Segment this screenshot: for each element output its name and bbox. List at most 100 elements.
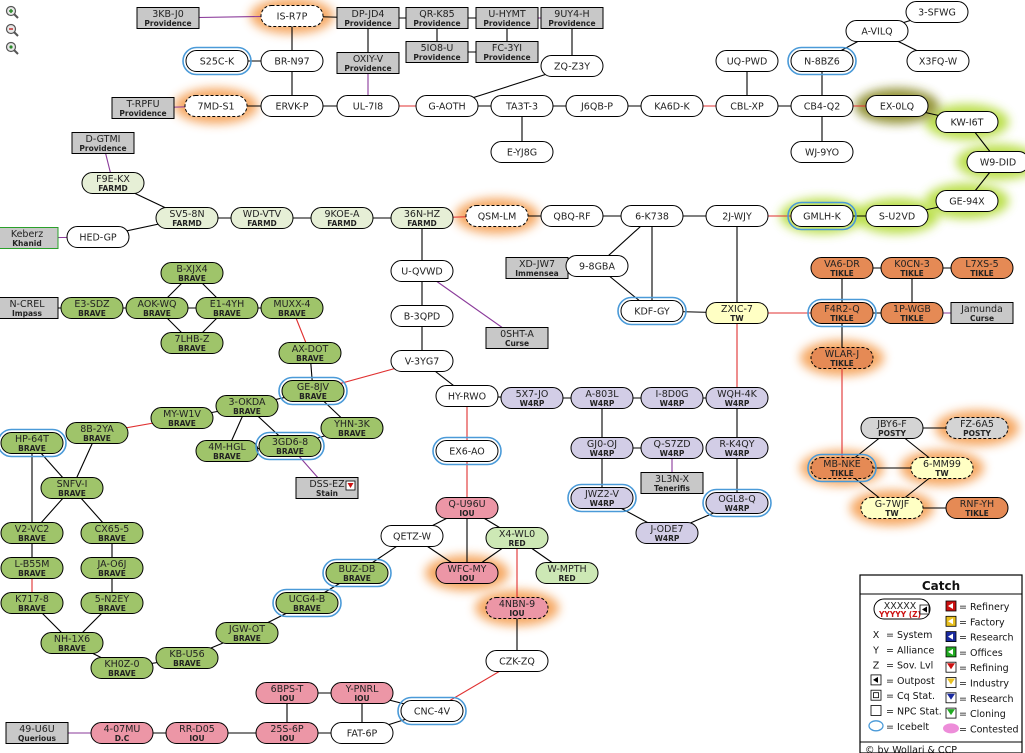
system-node-br-n97[interactable]: BR-N97 [260,50,324,72]
system-node-ka6d-k[interactable]: KA6D-K [640,95,704,117]
system-node-kw-i6t[interactable]: KW-I6T [935,111,999,133]
system-node-zxic-7[interactable]: ZXIC-7TW [705,302,769,324]
system-node-3-sfwg[interactable]: 3-SFWG [905,1,969,23]
system-node-cnc-4v[interactable]: CNC-4V [397,696,467,726]
system-node-ge-94x[interactable]: GE-94X [935,190,999,212]
system-node-gmlh-k[interactable]: GMLH-K [787,201,857,231]
system-node-fat-6p[interactable]: FAT-6P [330,722,394,744]
system-node-qsm-lm[interactable]: QSM-LM [465,205,529,227]
system-node-w9-did[interactable]: W9-DID [966,151,1025,173]
system-node-qbq-rf[interactable]: QBQ-RF [540,205,604,227]
system-node-hed-gp[interactable]: HED-GP [66,226,130,248]
system-node-kdf-gy[interactable]: KDF-GY [617,296,687,326]
system-node-ervk-p[interactable]: ERVK-P [260,95,324,117]
system-node-j6qb-p[interactable]: J6QB-P [565,95,629,117]
system-node-2j-wjy[interactable]: 2J-WJY [705,205,769,227]
system-node-e-yj8g[interactable]: E-YJ8G [490,141,554,163]
zoom-in-icon[interactable] [4,4,20,20]
system-node-ta3t-3[interactable]: TA3T-3 [490,95,554,117]
system-node-cb4-q2[interactable]: CB4-Q2 [790,95,854,117]
system-node-cbl-xp[interactable]: CBL-XP [715,95,779,117]
system-node-ex6-ao[interactable]: EX6-AO [432,436,502,466]
system-node-a-vilq[interactable]: A-VILQ [845,20,909,42]
system-node-g-aoth[interactable]: G-AOTH [415,95,479,117]
system-node-czk-zq[interactable]: CZK-ZQ [485,650,549,672]
system-node-qetz-w[interactable]: QETZ-W [380,525,444,547]
system-node-hy-rwo[interactable]: HY-RWO [435,385,499,407]
reset-view-icon[interactable] [4,40,20,56]
system-node-v-3yg7[interactable]: V-3YG7 [390,350,454,372]
system-node-b-3qpd[interactable]: B-3QPD [390,305,454,327]
system-node-s-u2vd[interactable]: S-U2VD [865,205,929,227]
system-node-n-8bz6[interactable]: N-8BZ6 [787,46,857,76]
